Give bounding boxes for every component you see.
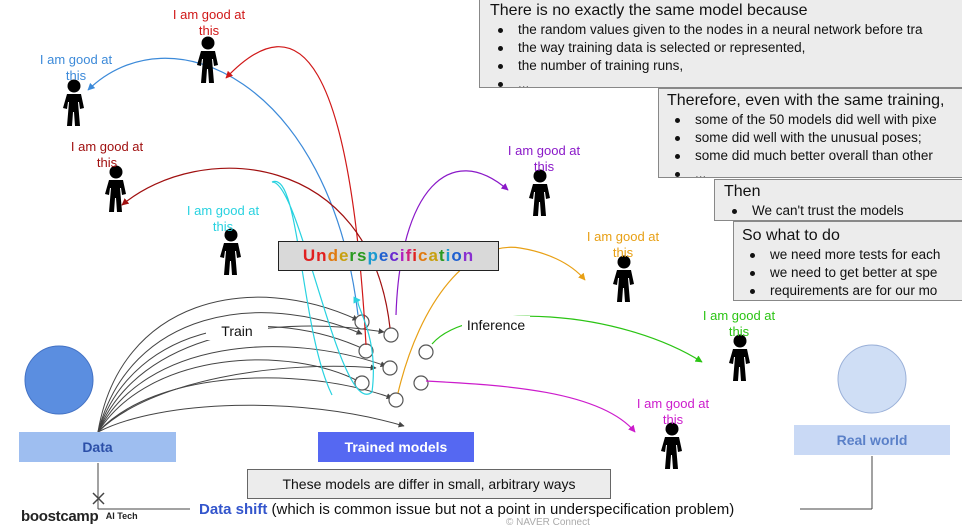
cause-list: the random values given to the nodes in … <box>490 21 962 87</box>
data-circle <box>24 345 94 415</box>
arrow-cyan <box>271 181 374 396</box>
cause-item: ... <box>498 75 962 87</box>
data-shift-term: Data shift <box>199 501 268 518</box>
real-world-circle <box>837 344 907 414</box>
arrow-red <box>225 46 367 346</box>
therefore-list: some of the 50 models did well with pixe… <box>667 111 962 177</box>
data-shift-description: (which is common issue but not a point i… <box>267 501 735 518</box>
therefore-item: some of the 50 models did well with pixe <box>675 111 962 129</box>
cause-item: the random values given to the nodes in … <box>498 21 962 39</box>
train-label: Train <box>206 322 268 340</box>
therefore-item: some did much better overall than other <box>675 147 962 165</box>
data-shift-caption: Data shift (which is common issue but no… <box>199 501 734 519</box>
then-item: We can't trust the models <box>732 202 962 220</box>
underspecification-title: Underspecification <box>278 241 499 271</box>
inference-label: Inference <box>462 316 530 334</box>
therefore-item: ... <box>675 165 962 177</box>
models-differ-note: These models are differ in small, arbitr… <box>247 469 611 499</box>
arrow-purple <box>395 170 509 316</box>
person-blue-icon <box>63 79 84 126</box>
trained-models-label: Trained models <box>318 432 474 462</box>
what-to-do-item-continuation: requirements are for our mo <box>750 282 962 300</box>
what-to-do-list: we need more tests for each we need to g… <box>742 246 962 300</box>
person-darkred-icon <box>105 165 126 212</box>
logo-name: boostcamp <box>21 508 99 525</box>
data-label: Data <box>19 432 176 462</box>
what-to-do-item: we need to get better at spe <box>750 264 962 282</box>
therefore-box: Therefore, even with the same training, … <box>658 88 962 178</box>
arrow-blue <box>87 57 359 316</box>
data-shift-connector <box>92 456 873 510</box>
cause-box: There is no exactly the same model becau… <box>479 0 962 88</box>
what-to-do-heading: So what to do <box>742 227 840 244</box>
what-to-do-item: we need more tests for each <box>750 246 962 264</box>
therefore-item: some did well with the unusual poses; <box>675 129 962 147</box>
arrow-orange <box>397 246 586 394</box>
person-magenta-icon <box>661 422 682 469</box>
arrow-magenta <box>425 380 636 433</box>
then-heading: Then <box>724 183 761 200</box>
cause-item: the number of training runs, <box>498 57 962 75</box>
real-world-label: Real world <box>794 425 950 455</box>
person-red-icon <box>197 36 218 83</box>
then-box: Then We can't trust the models <box>714 179 962 221</box>
person-purple-icon <box>529 169 550 216</box>
cause-heading: There is no exactly the same model becau… <box>490 2 808 19</box>
person-cyan-icon <box>220 228 241 275</box>
therefore-heading: Therefore, even with the same training, <box>667 92 945 109</box>
logo-sub: AI Tech <box>105 511 138 521</box>
arrow-green <box>431 315 703 363</box>
cause-item: the way training data is selected or rep… <box>498 39 962 57</box>
person-orange-icon <box>613 255 634 302</box>
people-group <box>63 36 750 469</box>
person-green-icon <box>729 334 750 381</box>
then-list: We can't trust the models <box>724 202 962 220</box>
what-to-do-box: So what to do we need more tests for eac… <box>733 221 962 301</box>
boostcamp-logo: boostcamp AI Tech <box>21 508 138 526</box>
footer-copyright: © NAVER Connect <box>506 517 590 528</box>
